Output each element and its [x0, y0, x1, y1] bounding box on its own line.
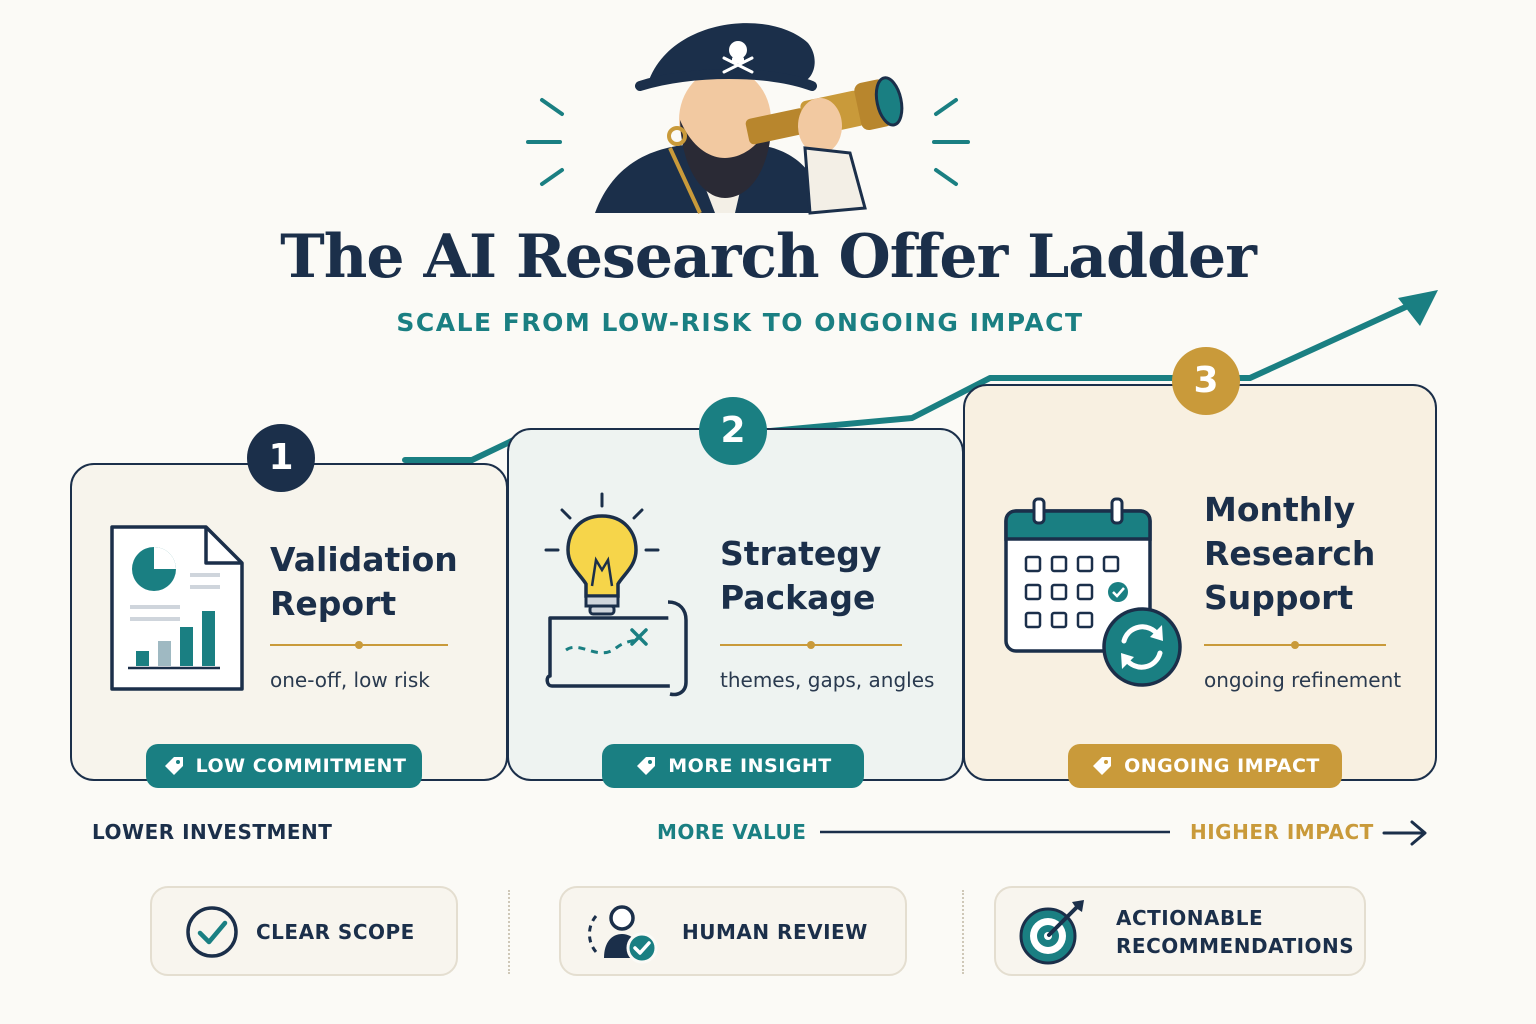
page-subtitle: SCALE FROM LOW-RISK TO ONGOING IMPACT — [396, 308, 1084, 337]
divider — [720, 641, 902, 649]
divider — [1204, 641, 1386, 649]
feature-clear-scope — [150, 886, 458, 976]
step-subtitle: ongoing refinement — [1204, 668, 1402, 692]
step-tag-label: LOW COMMITMENT — [195, 755, 407, 777]
feature-label: CLEAR SCOPE — [256, 920, 415, 944]
step-tag: MORE INSIGHT — [602, 744, 864, 788]
tag-icon — [1093, 757, 1112, 775]
scale-label-higher: HIGHER IMPACT — [1190, 820, 1374, 844]
step-number-badge: 2 — [699, 397, 767, 465]
step-tag-label: MORE INSIGHT — [668, 755, 832, 777]
step-title: Strategy Package — [720, 534, 882, 617]
motion-lines — [526, 98, 970, 186]
user-check-icon — [588, 905, 658, 964]
divider — [270, 641, 448, 649]
target-icon — [1019, 900, 1084, 965]
pirate-spyglass-illustration — [526, 23, 970, 215]
divider-dots — [508, 890, 510, 974]
check-circle-icon — [186, 906, 238, 958]
scale-line — [340, 830, 640, 834]
step-number-badge: 3 — [1172, 347, 1240, 415]
report-document-icon — [110, 525, 244, 691]
arrow-right-icon — [1382, 820, 1427, 846]
step-title: Validation Report — [270, 540, 458, 623]
scale-line — [820, 830, 1170, 834]
feature-human-review — [559, 886, 907, 976]
tag-icon — [164, 757, 183, 775]
step-tag: LOW COMMITMENT — [146, 744, 422, 788]
step-title: Monthly Research Support — [1204, 490, 1376, 617]
step-tag-label: ONGOING IMPACT — [1124, 755, 1320, 777]
scale-label-lower: LOWER INVESTMENT — [92, 820, 333, 844]
feature-label: ACTIONABLE RECOMMENDATIONS — [1116, 906, 1355, 958]
lightbulb-map-icon — [544, 492, 688, 697]
calendar-refresh-icon — [1004, 497, 1182, 687]
step-number-badge: 1 — [247, 424, 315, 492]
scale-label-more: MORE VALUE — [657, 820, 807, 844]
step-subtitle: themes, gaps, angles — [720, 668, 935, 692]
step-tag: ONGOING IMPACT — [1068, 744, 1342, 788]
feature-label: HUMAN REVIEW — [682, 920, 868, 944]
page-title: The AI Research Offer Ladder — [280, 222, 1257, 292]
divider-dots — [962, 890, 964, 974]
step-subtitle: one-off, low risk — [270, 668, 430, 692]
tag-icon — [637, 757, 656, 775]
